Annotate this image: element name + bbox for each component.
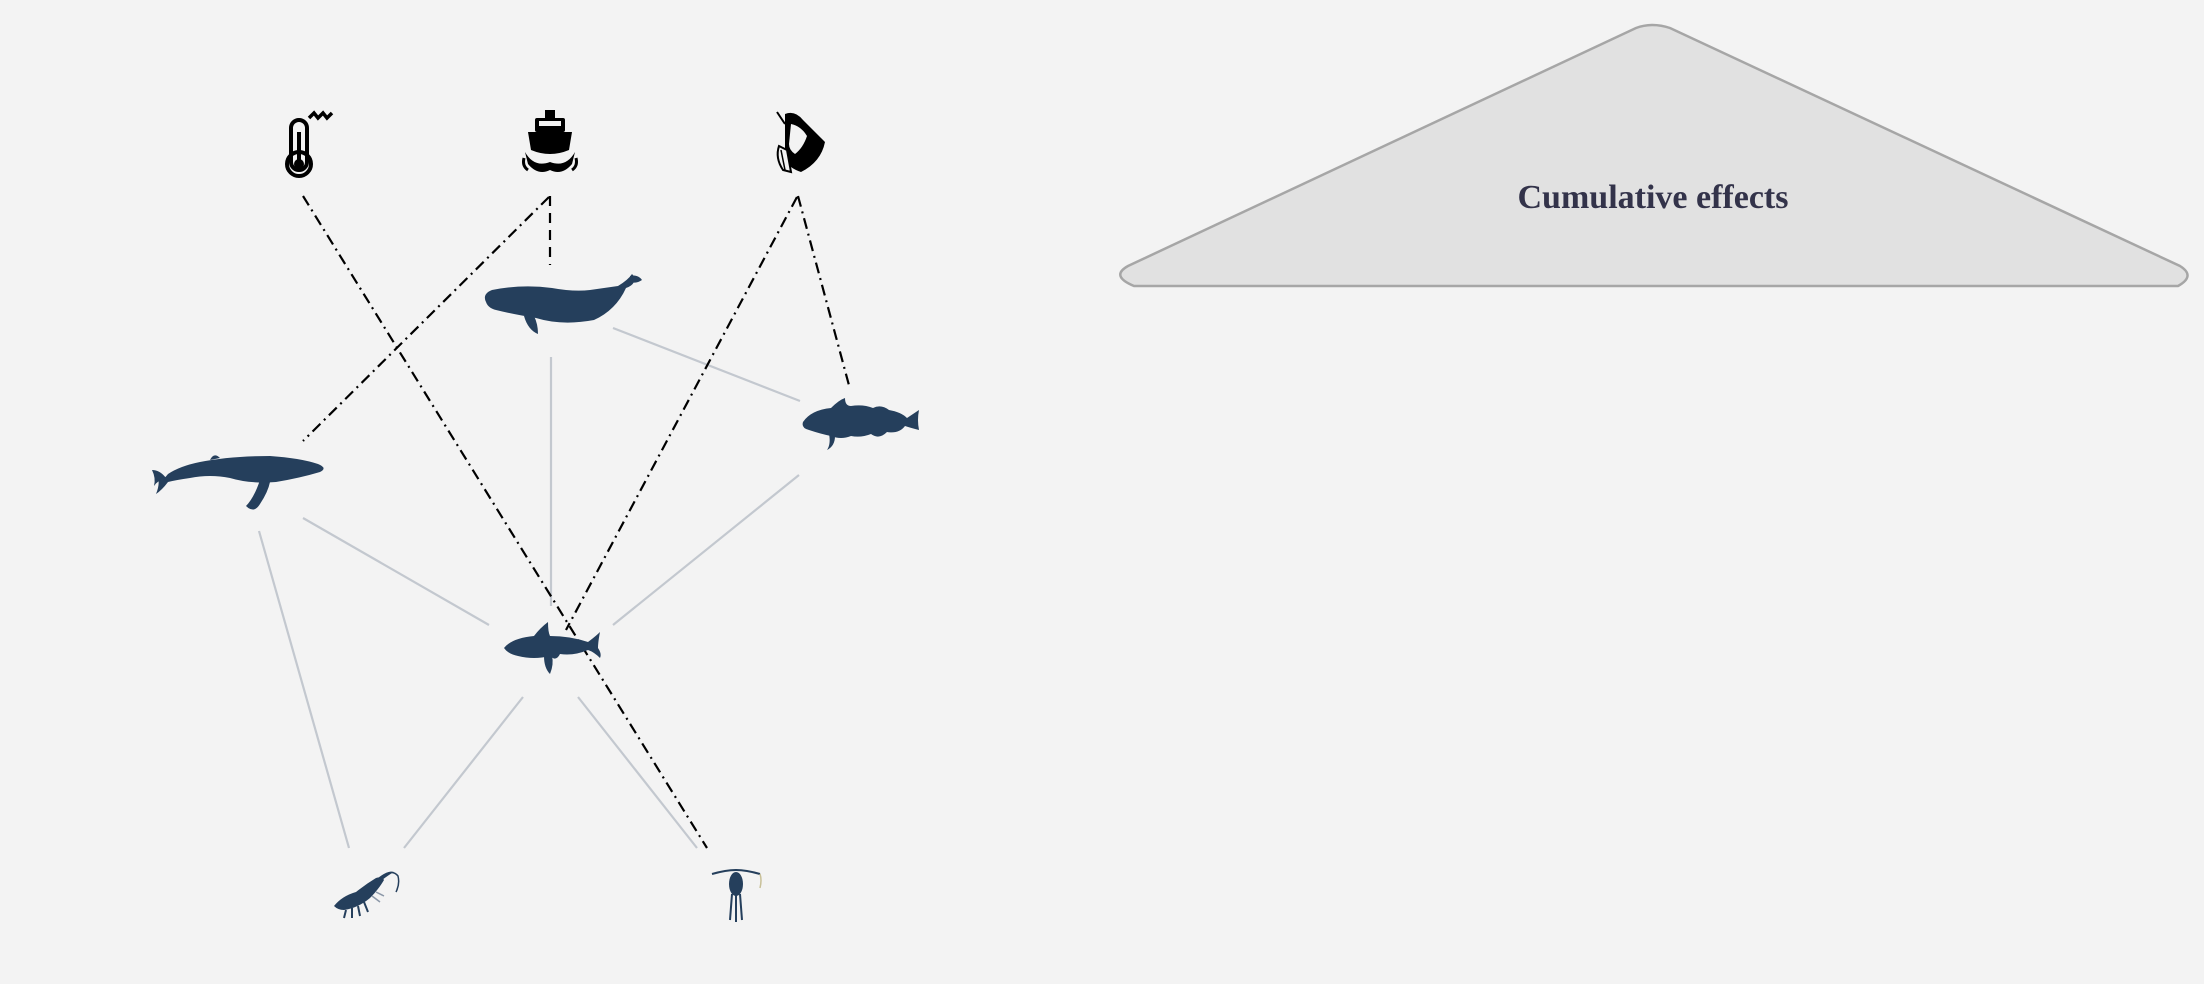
food-web-link — [577, 696, 698, 849]
banner-title: Cumulative effects — [1518, 179, 1789, 216]
food-web-link — [302, 517, 490, 626]
stressor-link — [302, 196, 550, 442]
food-web-link — [257, 530, 351, 849]
capelin-fish-icon — [504, 622, 601, 674]
food-web-link — [403, 696, 524, 849]
humpback-whale-icon — [152, 455, 324, 510]
thermometer-icon — [285, 110, 334, 178]
food-web-links — [257, 326, 801, 849]
copepod-icon — [711, 868, 762, 922]
stressor-links — [302, 195, 852, 849]
krill-icon — [334, 871, 400, 919]
food-web-link — [612, 474, 800, 626]
stressor-icons — [285, 110, 825, 178]
cumulative-effects-banner: Cumulative effects — [1119, 23, 2189, 288]
ship-icon — [522, 110, 578, 172]
banner-triangle — [1119, 23, 2189, 288]
beluga-whale-icon — [484, 274, 642, 334]
stressor-link — [796, 195, 852, 390]
species-icons — [152, 274, 919, 922]
stressor-link — [565, 196, 798, 631]
cod-icon — [802, 398, 919, 450]
fishing-net-icon — [776, 111, 825, 174]
